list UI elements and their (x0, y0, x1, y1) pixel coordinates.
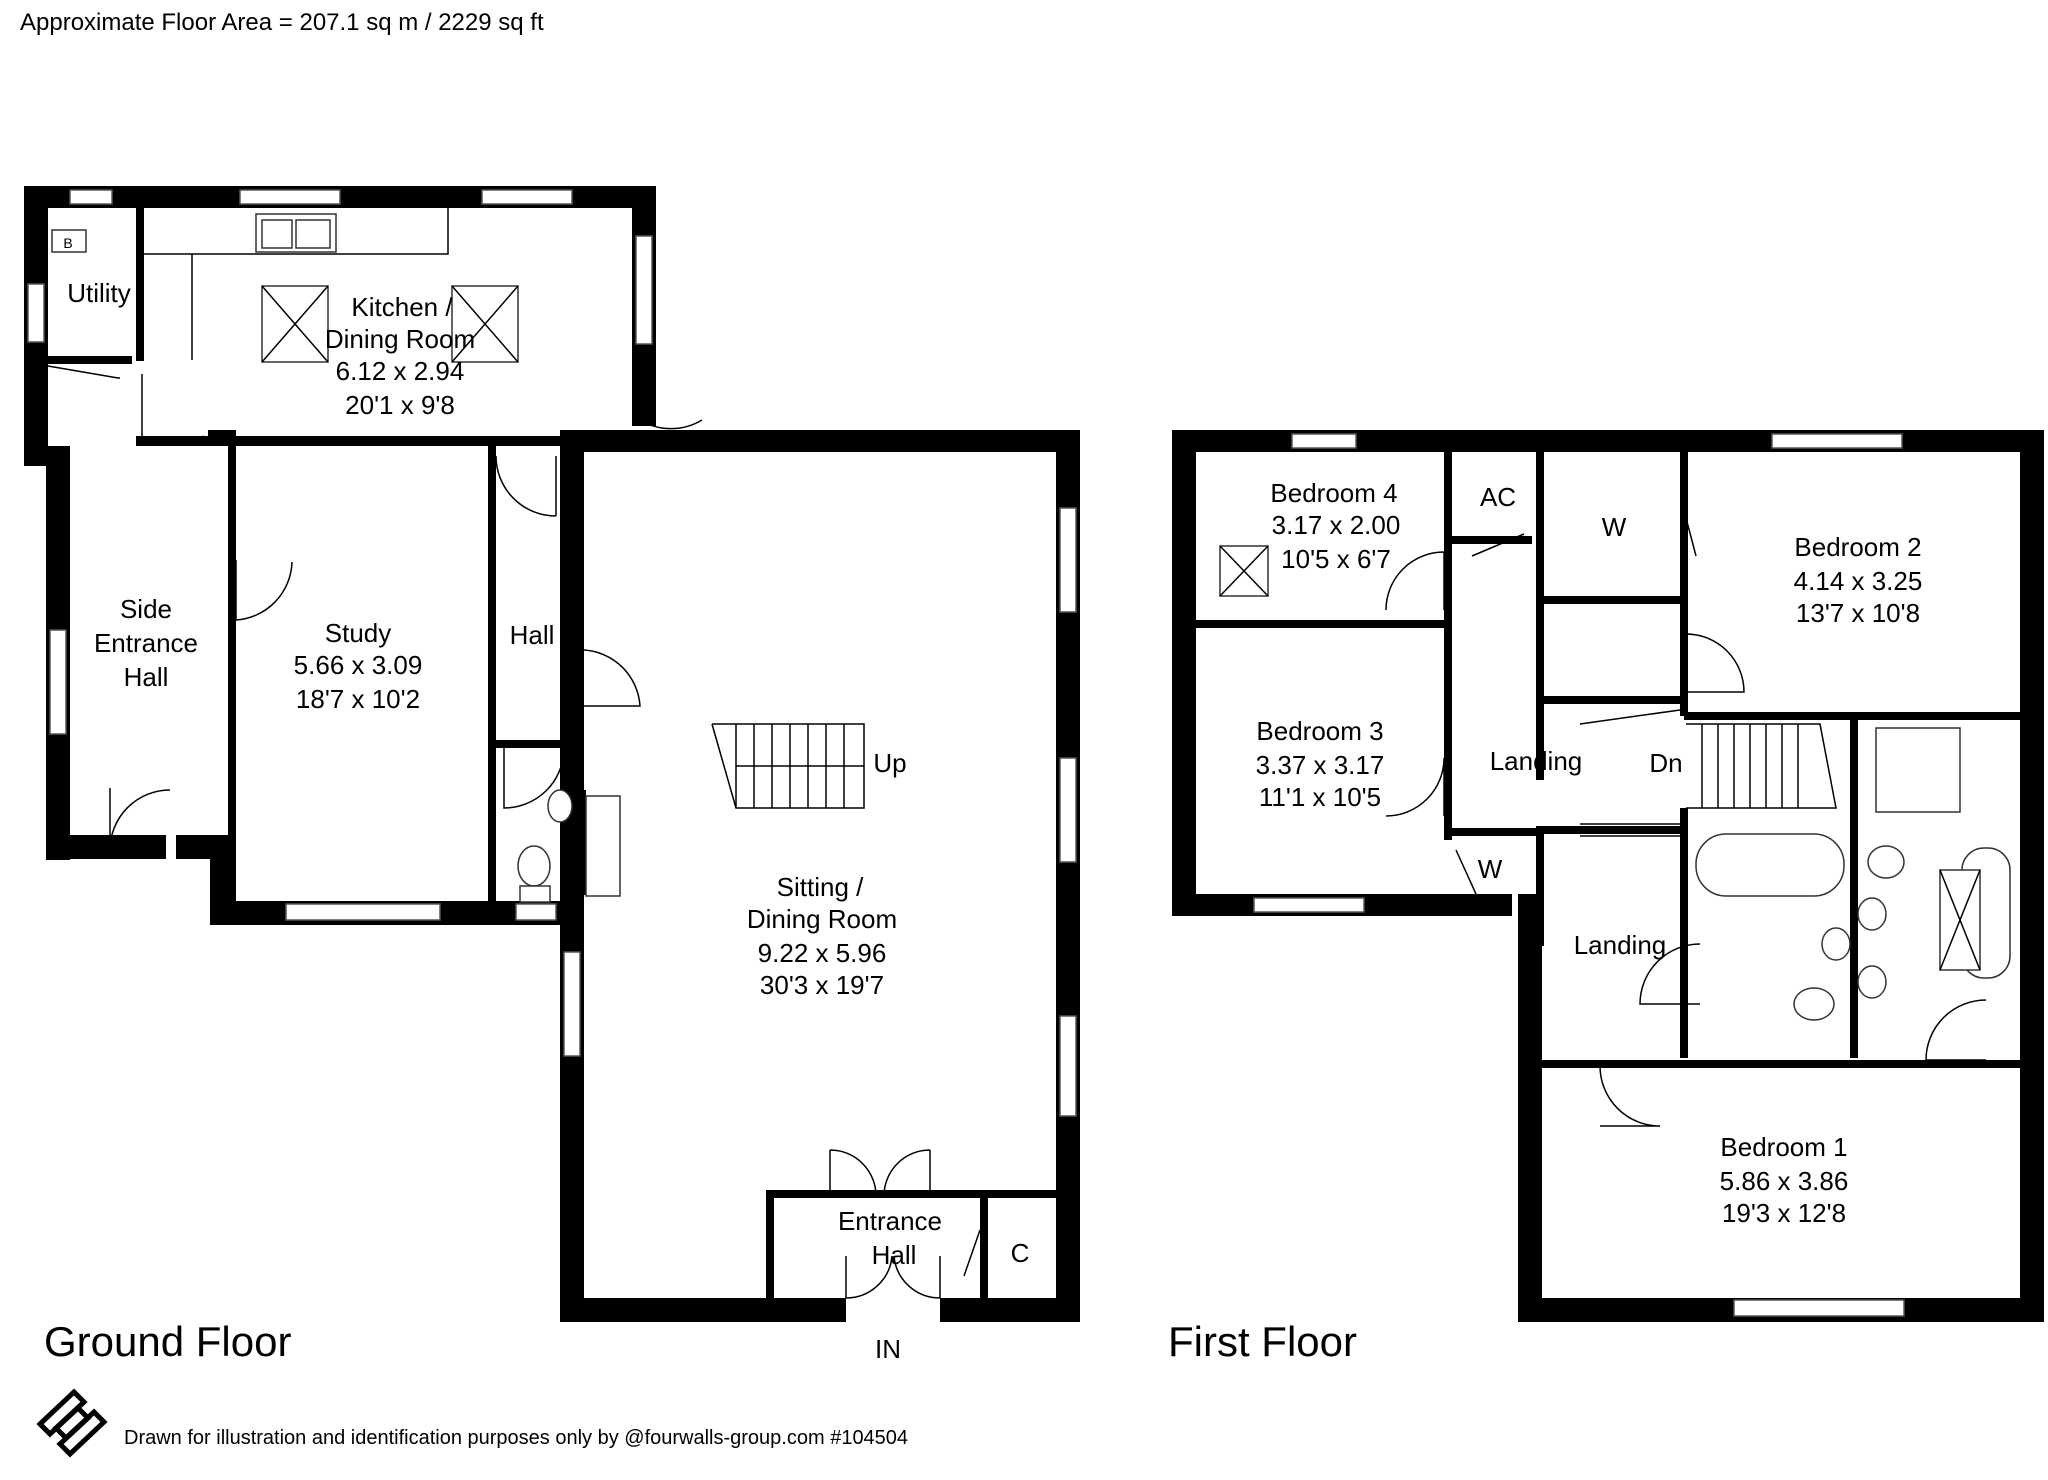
bedroom2-metric: 4.14 x 3.25 (1794, 566, 1923, 596)
first-floor-walls (1172, 430, 2044, 1322)
side-entrance-name-1: Side (120, 594, 172, 624)
fourwalls-logo-icon (36, 1388, 108, 1458)
wardrobe-top-label: W (1602, 512, 1627, 542)
bedroom3-imperial: 11'1 x 10'5 (1259, 782, 1381, 812)
sitting-imperial: 30'3 x 19'7 (760, 970, 884, 1000)
first-floor-title: First Floor (1168, 1318, 1357, 1365)
bedroom1-name: Bedroom 1 (1720, 1132, 1847, 1162)
stairs-down-label: Dn (1649, 748, 1682, 778)
kitchen-imperial: 20'1 x 9'8 (345, 390, 455, 420)
bedroom1-metric: 5.86 x 3.86 (1720, 1166, 1849, 1196)
landing-upper-label: Landing (1490, 746, 1583, 776)
wardrobe-bottom-label: W (1478, 854, 1503, 884)
ground-floor-title: Ground Floor (44, 1318, 291, 1365)
in-label: IN (875, 1334, 901, 1364)
side-entrance-name-2: Entrance (94, 628, 198, 658)
sitting-name-1: Sitting / (777, 872, 864, 902)
bedroom2-name: Bedroom 2 (1794, 532, 1921, 562)
entrance-hall-name-2: Hall (872, 1240, 917, 1270)
ground-floor-walls (24, 186, 1080, 1322)
bedroom3-metric: 3.37 x 3.17 (1256, 750, 1385, 780)
ac-label: AC (1480, 482, 1516, 512)
boiler-icon (51, 229, 87, 253)
ground-wc-fixtures (517, 789, 621, 903)
kitchen-metric: 6.12 x 2.94 (336, 356, 465, 386)
first-floor-windows (1253, 433, 1905, 1317)
first-floor-stairs (1579, 709, 1837, 837)
study-imperial: 18'7 x 10'2 (296, 684, 420, 714)
boiler-label: B (63, 235, 72, 251)
bedroom4-imperial: 10'5 x 6'7 (1281, 544, 1391, 574)
kitchen-name-1: Kitchen / (351, 292, 453, 322)
kitchen-name-2: Dining Room (325, 324, 475, 354)
bedroom3-name: Bedroom 3 (1256, 716, 1383, 746)
bedroom4-metric: 3.17 x 2.00 (1272, 510, 1401, 540)
bedroom4-name: Bedroom 4 (1270, 478, 1397, 508)
study-name: Study (325, 618, 392, 648)
stairs-up-label: Up (873, 748, 906, 778)
ground-floor-windows (27, 189, 1077, 1117)
side-entrance-name-3: Hall (124, 662, 169, 692)
cupboard-label: C (1011, 1238, 1030, 1268)
sitting-name-2: Dining Room (747, 904, 897, 934)
ground-stairs (711, 723, 865, 809)
sitting-metric: 9.22 x 5.96 (758, 938, 887, 968)
bedroom1-imperial: 19'3 x 12'8 (1722, 1198, 1846, 1228)
entrance-hall-name-1: Entrance (838, 1206, 942, 1236)
credit-text: Drawn for illustration and identificatio… (124, 1427, 908, 1449)
bedroom2-imperial: 13'7 x 10'8 (1796, 598, 1920, 628)
hall-label: Hall (510, 620, 555, 650)
utility-label: Utility (67, 278, 131, 308)
floor-area-text: Approximate Floor Area = 207.1 sq m / 22… (20, 9, 544, 36)
landing-lower-label: Landing (1574, 930, 1667, 960)
ground-floor-plan: B Utility Kitchen / Dining Room 6.12 x 2… (24, 186, 1080, 1365)
first-floor-doors (1385, 517, 1987, 1127)
ground-floor-doors (47, 360, 981, 1299)
bathroom-fixtures (1219, 545, 2011, 1021)
study-metric: 5.66 x 3.09 (294, 650, 423, 680)
first-floor-plan: Bedroom 4 3.17 x 2.00 10'5 x 6'7 AC W Be… (1168, 430, 2044, 1365)
kitchen-fixtures (51, 208, 519, 363)
